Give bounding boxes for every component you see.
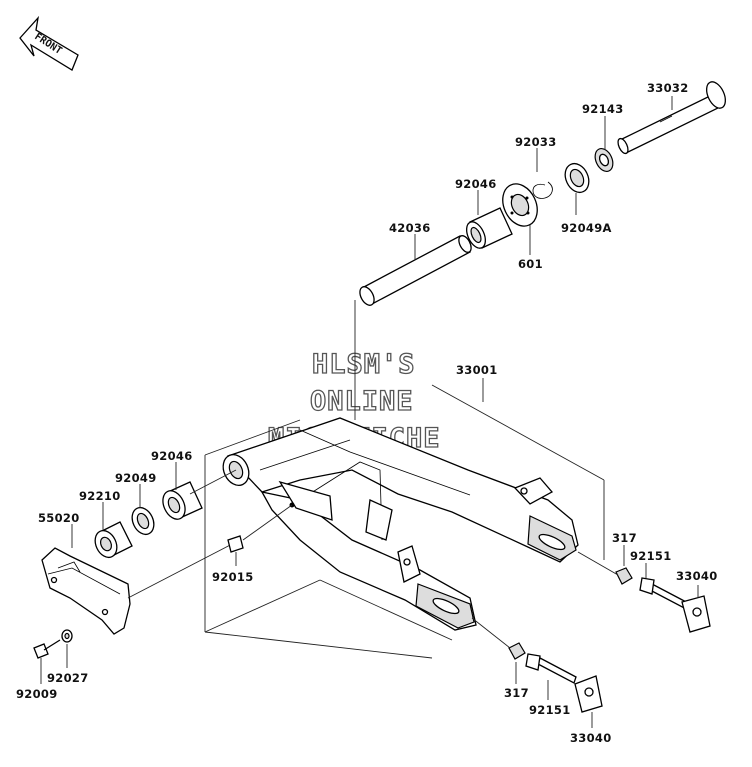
bolt-92009 [33, 639, 61, 684]
assembly-bracket-lines [204, 378, 605, 659]
label-92046-left: 92046 [151, 449, 193, 463]
axle-plate-bottom [574, 675, 603, 728]
label-92009: 92009 [16, 687, 58, 701]
leader-lines-left [71, 462, 177, 548]
label-317-bottom: 317 [504, 686, 529, 700]
front-arrow-icon: FRONT [19, 15, 79, 71]
label-601: 601 [518, 257, 543, 271]
label-92015: 92015 [212, 570, 254, 584]
watermark-line-2: ONLINE [310, 386, 414, 417]
ball-bearing [502, 183, 538, 227]
oil-seal-left [131, 506, 155, 536]
label-33001: 33001 [456, 363, 498, 377]
leader-bolt [242, 504, 293, 541]
label-317-right: 317 [612, 531, 637, 545]
pivot-shaft [617, 81, 727, 155]
leader-lines-top [414, 96, 673, 260]
label-92049a: 92049A [561, 221, 612, 235]
chain-guard [41, 547, 131, 635]
circlip [532, 181, 553, 199]
oil-seal-top [564, 162, 590, 194]
label-92027: 92027 [47, 671, 89, 685]
leader-axle-bottom [471, 617, 511, 649]
swing-arm [222, 417, 579, 631]
label-92210: 92210 [79, 489, 121, 503]
watermark-line-1: HLSM'S [312, 349, 416, 380]
sleeve [359, 235, 472, 306]
needle-bearing-top [465, 207, 513, 249]
leader-chain-guard [127, 541, 237, 599]
collar-left [94, 521, 133, 559]
axle-plate-right [681, 585, 711, 633]
label-92049: 92049 [115, 471, 157, 485]
label-92046-top: 92046 [455, 177, 497, 191]
nut-bottom [508, 642, 526, 684]
label-42036: 42036 [389, 221, 431, 235]
label-92151-bottom: 92151 [529, 703, 571, 717]
label-33032: 33032 [647, 81, 689, 95]
washer [61, 629, 73, 668]
collar [594, 148, 614, 172]
label-92143: 92143 [582, 102, 624, 116]
label-33040-bottom: 33040 [570, 731, 612, 745]
label-33040-right: 33040 [676, 569, 718, 583]
label-55020: 55020 [38, 511, 80, 525]
needle-bearing-left [162, 481, 203, 520]
bolt-92015 [227, 535, 244, 566]
leader-axle-right [577, 551, 619, 576]
nut-right [615, 545, 633, 585]
label-92151-right: 92151 [630, 549, 672, 563]
leader-pivot-left [189, 469, 237, 495]
label-92033: 92033 [515, 135, 557, 149]
bolt-bottom [525, 653, 577, 700]
